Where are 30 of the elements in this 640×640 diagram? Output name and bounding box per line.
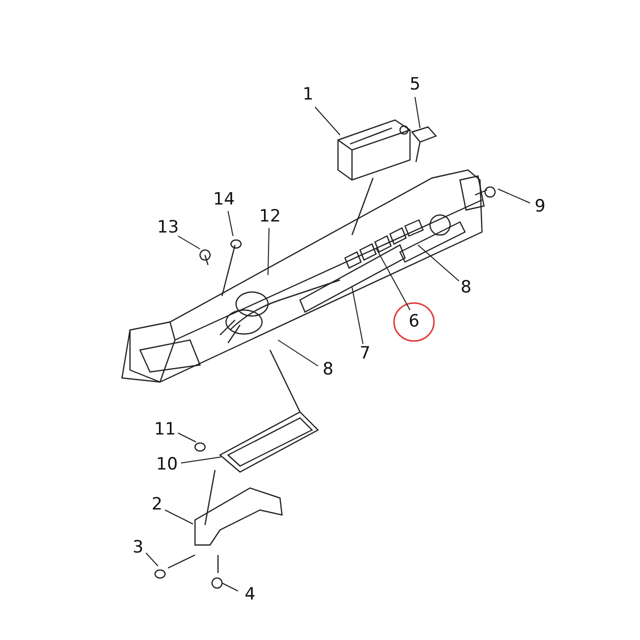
leader-line	[314, 106, 340, 136]
leader-line	[146, 552, 158, 566]
callout-number: 2	[152, 496, 162, 514]
leader-line	[418, 244, 460, 282]
leader-line	[178, 432, 196, 442]
callout-number: 6	[408, 314, 420, 330]
leader-line	[376, 248, 410, 310]
callout-number: 9	[534, 198, 546, 216]
leader-line	[180, 456, 222, 464]
callout-number: 8	[322, 362, 334, 378]
callout-number: 8	[460, 280, 472, 296]
callout-number: 4	[244, 586, 256, 604]
callout-number: 14	[213, 192, 235, 208]
leader-line	[222, 582, 238, 592]
leader-line	[268, 228, 270, 276]
callout-number: 10	[156, 456, 178, 474]
callout-number: 5	[410, 76, 420, 94]
leader-line	[178, 236, 200, 250]
callout-number: 7	[360, 346, 370, 362]
leader-line	[414, 96, 420, 128]
callout-number: 11	[154, 422, 176, 438]
leader-line	[278, 340, 318, 366]
callout-number: 3	[132, 540, 144, 556]
callout-number: 13	[157, 220, 179, 236]
callout-number: 12	[259, 208, 281, 226]
leader-line	[164, 510, 194, 524]
leader-line	[228, 210, 234, 236]
leader-line	[498, 188, 530, 204]
leader-line	[352, 286, 364, 344]
callout-number: 1	[302, 86, 314, 104]
